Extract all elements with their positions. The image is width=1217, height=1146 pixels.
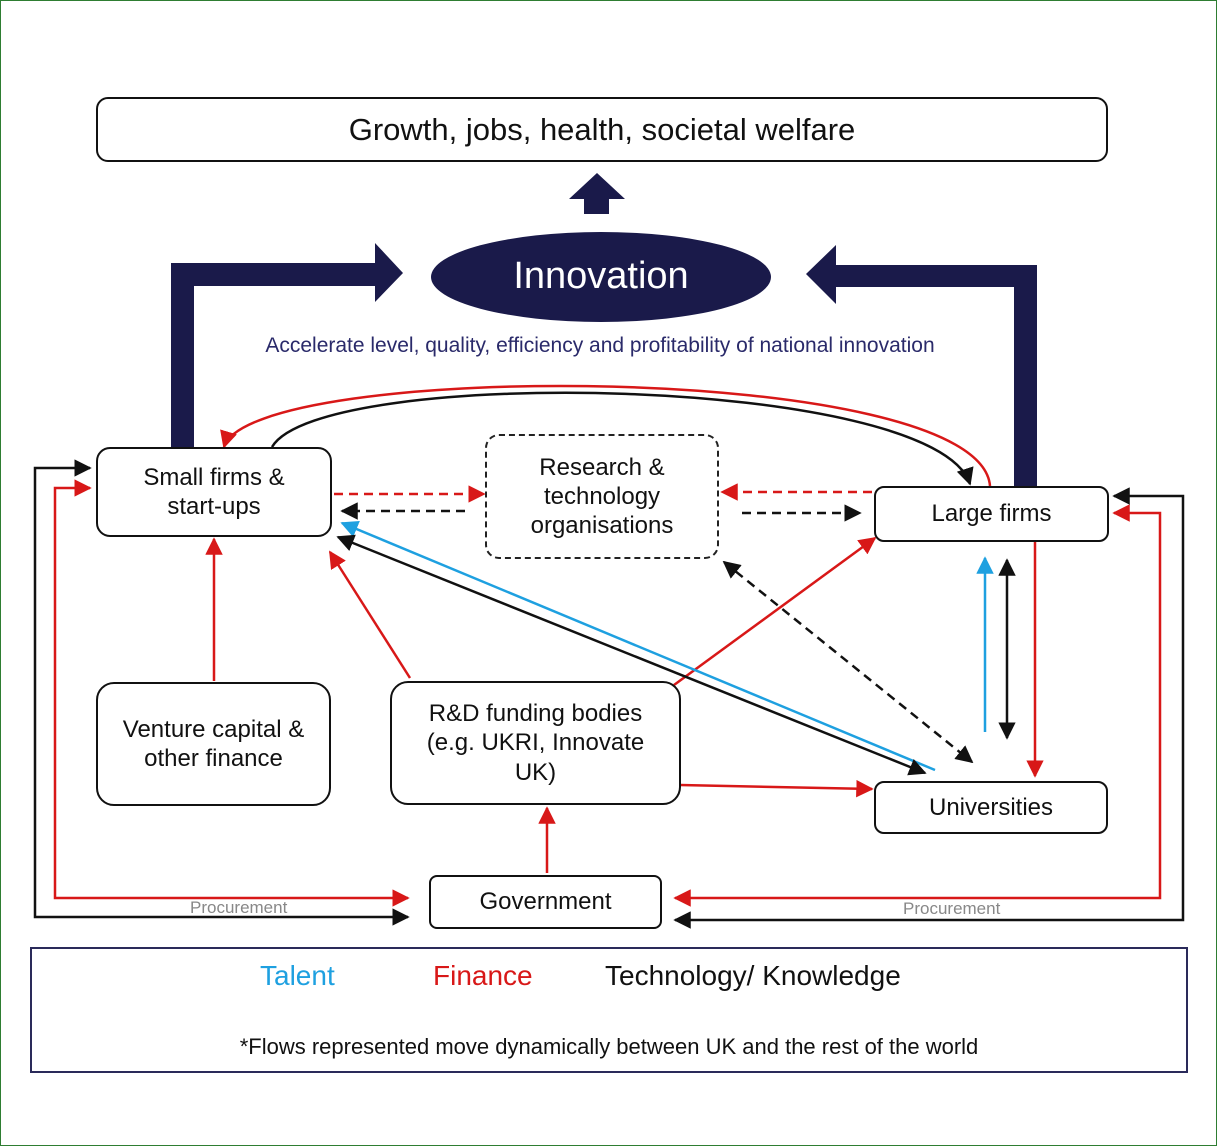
- legend-finance: Finance: [433, 960, 533, 991]
- government-box: Government: [429, 875, 662, 929]
- rd-funding-label: R&D funding bodies (e.g. UKRI, Innovate …: [426, 700, 645, 786]
- procurement-label-left: Procurement: [190, 898, 288, 917]
- legend-talent: Talent: [260, 960, 335, 991]
- tagline: Accelerate level, quality, efficiency an…: [265, 334, 935, 357]
- venture-label: Venture capital & other finance: [122, 715, 305, 772]
- universities-label: Universities: [928, 793, 1054, 821]
- tech-loop-right: [673, 487, 1185, 929]
- finance-loop-left: [53, 479, 410, 907]
- finance-rd-to-universities: [679, 779, 874, 798]
- small-firms-label: Small firms & start-ups: [143, 463, 285, 520]
- universities-box: Universities: [874, 781, 1108, 834]
- finance-arc-large-to-small: [220, 384, 992, 487]
- rd-funding-box: R&D funding bodies (e.g. UKRI, Innovate …: [390, 681, 681, 805]
- legend-footnote: *Flows represented move dynamically betw…: [239, 1034, 979, 1059]
- finance-rd-to-small: [328, 550, 412, 679]
- outcome-label: Growth, jobs, health, societal welfare: [348, 111, 856, 147]
- right-flow-arrow: [806, 245, 1037, 486]
- rto-box: Research & technology organisations: [485, 434, 719, 559]
- small-firms-box: Small firms & start-ups: [96, 447, 332, 537]
- innovation-ellipse: [431, 232, 771, 322]
- legend-frame: [30, 947, 1188, 1073]
- procurement-label-right: Procurement: [903, 899, 1001, 918]
- up-arrow-to-outcome: [569, 173, 625, 214]
- tech-arc-small-to-large: [270, 391, 974, 486]
- large-firms-label: Large firms: [931, 500, 1052, 528]
- outcome-box: Growth, jobs, health, societal welfare: [96, 97, 1108, 162]
- tech-rto-universities: [722, 560, 974, 764]
- finance-loop-right: [673, 504, 1162, 907]
- finance-rd-to-large: [673, 536, 877, 687]
- large-firms-box: Large firms: [874, 486, 1109, 542]
- venture-box: Venture capital & other finance: [96, 682, 331, 806]
- innovation-label: Innovation: [513, 255, 689, 297]
- government-label: Government: [479, 888, 612, 916]
- rto-label: Research & technology organisations: [530, 453, 674, 540]
- tech-loop-left: [33, 459, 410, 926]
- legend-technology: Technology/ Knowledge: [605, 960, 901, 991]
- left-flow-arrow: [171, 243, 403, 450]
- innovation-flow-arrows: [171, 173, 1037, 486]
